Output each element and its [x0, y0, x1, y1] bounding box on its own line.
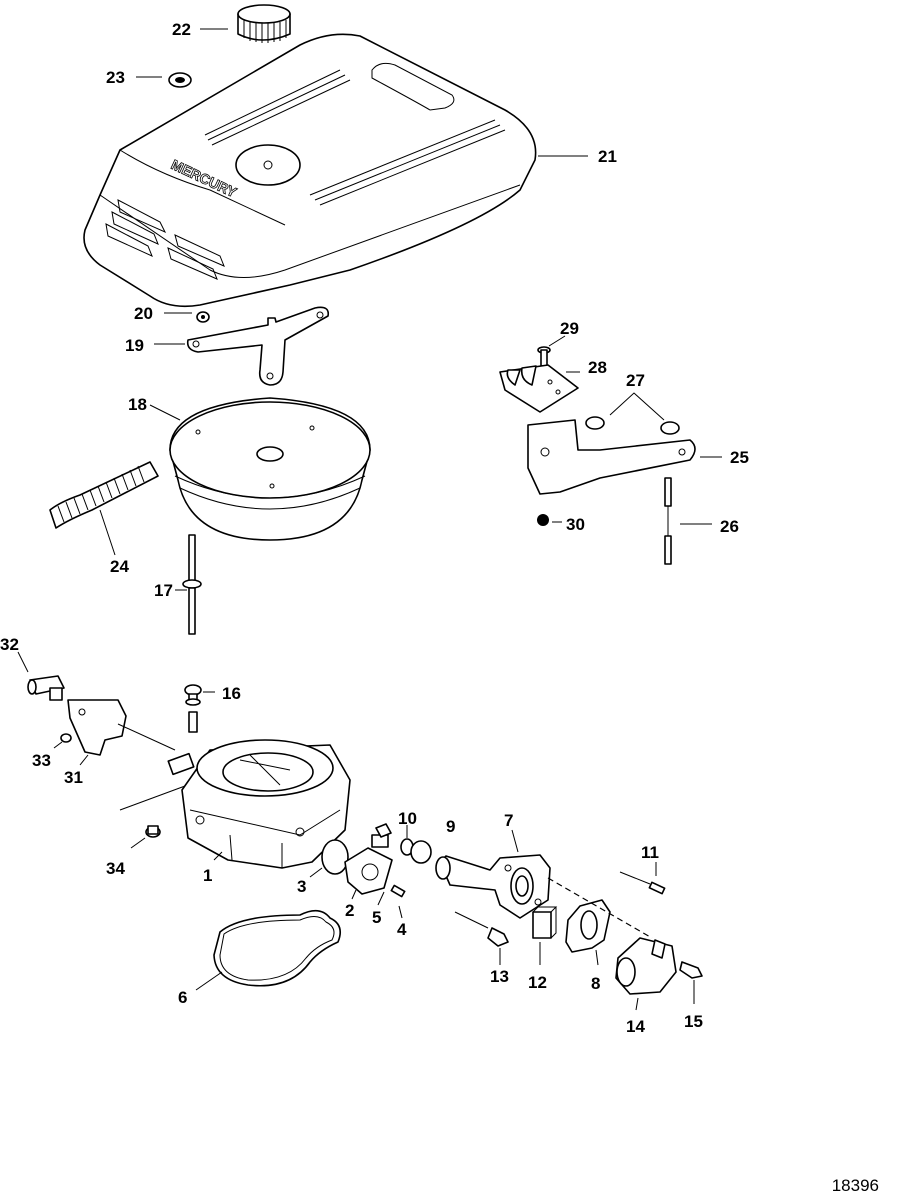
part-15-screw — [679, 961, 703, 979]
part-9-o-ring — [410, 840, 432, 864]
part-8-gasket — [565, 899, 611, 953]
callout-28: 28 — [588, 358, 607, 377]
callout-15: 15 — [684, 1012, 703, 1031]
callout-19: 19 — [125, 336, 144, 355]
callout-5: 5 — [372, 908, 381, 927]
part-16-screw — [184, 684, 202, 733]
callout-24: 24 — [110, 557, 129, 576]
part-20-nut — [196, 311, 210, 323]
part-23-grommet — [168, 72, 192, 88]
part-3-o-ring — [321, 839, 349, 875]
part-27-spacers — [585, 416, 680, 435]
part-30-nut — [537, 514, 549, 526]
callout-16: 16 — [222, 684, 241, 703]
figure-reference-number: 18396 — [831, 1176, 879, 1195]
callout-30: 30 — [566, 515, 585, 534]
part-21-top-cover: MERCURY — [83, 33, 537, 308]
callout-34: 34 — [106, 859, 125, 878]
part-28-clamp — [499, 364, 579, 413]
callout-18: 18 — [128, 395, 147, 414]
part-22-cap — [237, 4, 291, 43]
callout-20: 20 — [134, 304, 153, 323]
callout-33: 33 — [32, 751, 51, 770]
callout-8: 8 — [591, 974, 600, 993]
callout-2: 2 — [345, 901, 354, 920]
callout-29: 29 — [560, 319, 579, 338]
callout-10: 10 — [398, 809, 417, 828]
callout-25: 25 — [730, 448, 749, 467]
callout-17: 17 — [154, 581, 173, 600]
callout-14: 14 — [626, 1017, 645, 1036]
part-1-throttle-body — [167, 739, 351, 869]
part-17-screw — [182, 534, 202, 635]
callout-6: 6 — [178, 988, 187, 1007]
callout-11: 11 — [641, 843, 659, 862]
part-13-screw — [487, 927, 509, 947]
part-32-fitting — [27, 675, 65, 701]
callout-9: 9 — [446, 817, 455, 836]
callout-1: 1 — [203, 866, 212, 885]
part-26-stud — [664, 477, 672, 565]
part-19-bracket — [186, 306, 330, 386]
callout-3: 3 — [297, 877, 306, 896]
part-11-screw — [648, 881, 666, 895]
part-31-bracket — [67, 699, 127, 756]
callout-23: 23 — [106, 68, 125, 87]
callout-12: 12 — [528, 973, 547, 992]
part-33-washer — [60, 733, 72, 743]
callout-7: 7 — [504, 811, 513, 830]
callout-26: 26 — [720, 517, 739, 536]
callout-22: 22 — [172, 20, 191, 39]
part-18-air-silencer — [169, 397, 371, 541]
callout-32: 32 — [0, 635, 19, 654]
part-2-sensor — [344, 847, 393, 895]
callout-21: 21 — [598, 147, 617, 166]
part-34-nut — [145, 825, 161, 838]
part-29-screw — [537, 346, 551, 367]
part-24-hose — [49, 461, 159, 529]
callout-31: 31 — [64, 768, 83, 787]
part-25-bracket — [527, 419, 696, 495]
part-12-filter — [532, 906, 558, 939]
part-5-screw — [371, 823, 392, 848]
part-7-iac-housing — [435, 854, 551, 919]
callout-13: 13 — [490, 967, 509, 986]
part-4-screw — [390, 884, 406, 898]
callout-27: 27 — [626, 371, 645, 390]
part-6-gasket — [213, 909, 341, 987]
part-14-iac-valve — [615, 937, 677, 995]
callout-4: 4 — [397, 920, 407, 939]
